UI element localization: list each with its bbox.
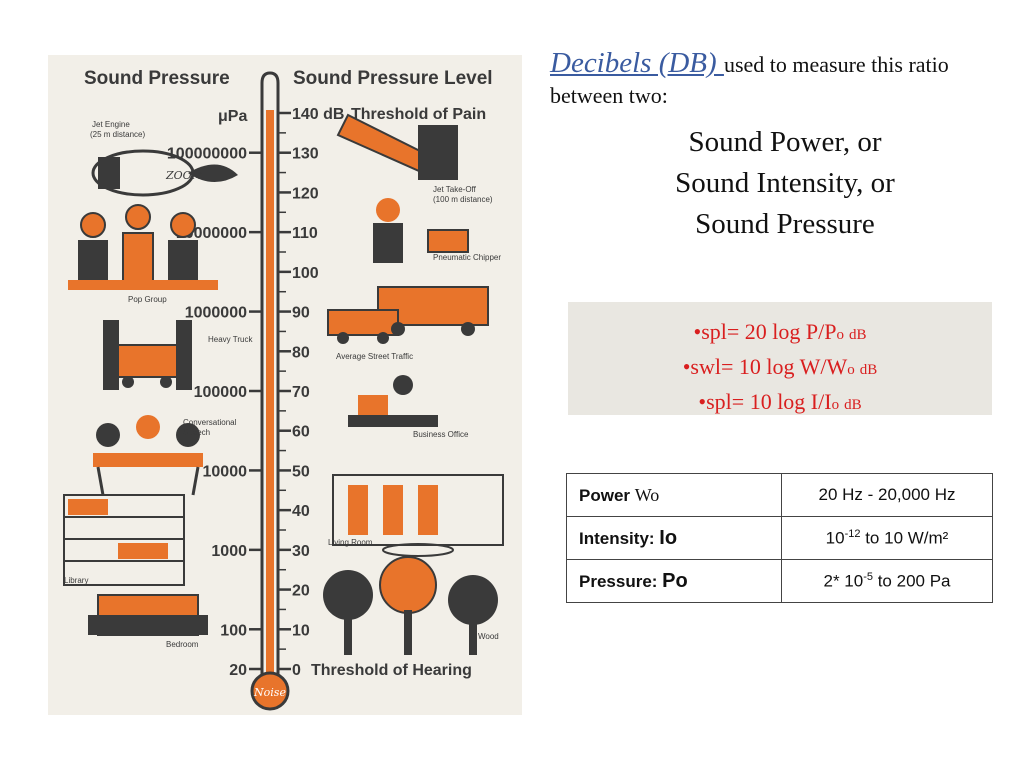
threshold-of-pain-label: Threshold of Pain: [351, 106, 486, 123]
quantity-sound-power: Sound Power, or: [688, 126, 882, 158]
intro-text: used to measure this ratio between two:: [550, 52, 949, 108]
db-tick-label: 100: [292, 265, 319, 282]
pressure-unit-label: μPa: [218, 108, 247, 125]
pressure-tick-label: 1000000: [185, 305, 247, 322]
db-scale: 140 dB1301201101009080706050403020100Thr…: [279, 106, 486, 679]
power-range: 20 Hz - 20,000 Hz: [781, 473, 993, 517]
range-table: Power Wo 20 Hz - 20,000 Hz Intensity: Io…: [566, 473, 993, 603]
sound-level-chart: Sound Pressure Sound Pressure Level Nois…: [48, 55, 522, 715]
caption-library: Library: [64, 576, 88, 585]
living-room-illustration: [332, 474, 504, 557]
sound-pressure-heading: Sound Pressure: [84, 68, 230, 89]
heavy-truck-illustration: [103, 320, 192, 390]
caption-jet-engine-distance: (25 m distance): [90, 130, 145, 139]
sound-pressure-level-heading: Sound Pressure Level: [293, 68, 493, 89]
pressure-tick-label: 1000: [211, 543, 247, 560]
db-tick-label: 50: [292, 463, 310, 480]
jet-engine-illustration: ZOOM: [91, 149, 238, 197]
conversation-illustration: [93, 415, 203, 496]
db-tick-label: 70: [292, 384, 310, 401]
db-tick-label: 60: [292, 424, 310, 441]
quantity-sound-intensity: Sound Intensity, or: [675, 167, 895, 199]
threshold-of-hearing-label: Threshold of Hearing: [311, 662, 472, 679]
zoom-text: ZOOM: [165, 169, 204, 182]
thermometer-illustration: Noise μPa1000000001000000010000001000001…: [63, 71, 504, 711]
caption-conversational: Conversational: [183, 418, 237, 427]
db-tick-label: 140 dB: [292, 106, 344, 123]
pressure-tick-label: 100000: [194, 384, 247, 401]
caption-jet-takeoff: Jet Take-Off: [433, 185, 477, 194]
pressure-scale: μPa1000000001000000010000001000001000010…: [167, 108, 261, 679]
db-tick-label: 110: [292, 225, 318, 242]
table-row: Pressure: Po 2* 10-5 to 200 Pa: [566, 559, 993, 603]
quantity-list: Sound Power, or Sound Intensity, or Soun…: [550, 122, 1020, 245]
caption-living-room: Living Room: [328, 538, 373, 547]
pneumatic-chipper-illustration: [373, 198, 469, 263]
db-tick-label: 90: [292, 305, 310, 322]
table-row: Power Wo 20 Hz - 20,000 Hz: [566, 473, 993, 517]
db-tick-label: 40: [292, 503, 310, 520]
pressure-range: 2* 10-5 to 200 Pa: [781, 559, 993, 603]
caption-business-office: Business Office: [413, 430, 469, 439]
caption-pneumatic-chipper: Pneumatic Chipper: [433, 253, 501, 262]
pressure-tick-label: 100: [220, 622, 247, 639]
pressure-tick-label: 100000000: [167, 146, 247, 163]
table-row: Intensity: Io 10-12 to 10 W/m²: [566, 516, 993, 560]
db-tick-label: 120: [292, 185, 319, 202]
db-tick-label: 0: [292, 662, 301, 679]
wood-illustration: [323, 556, 498, 655]
db-tick-label: 10: [292, 622, 310, 639]
business-office-illustration: [348, 375, 438, 427]
db-tick-label: 20: [292, 583, 310, 600]
library-illustration: [63, 494, 185, 586]
noise-logo: Noise: [253, 686, 286, 699]
power-label: Power Wo: [566, 473, 782, 517]
decibels-term: Decibels (DB): [550, 47, 724, 79]
pop-group-illustration: [68, 204, 218, 290]
db-tick-label: 30: [292, 543, 310, 560]
caption-street-traffic: Average Street Traffic: [336, 352, 413, 361]
intro-paragraph: Decibels (DB) used to measure this ratio…: [550, 48, 1010, 111]
caption-jet-takeoff-distance: (100 m distance): [433, 195, 493, 204]
bedroom-illustration: [88, 594, 208, 636]
quantity-sound-pressure: Sound Pressure: [695, 208, 875, 240]
db-tick-label: 130: [292, 146, 319, 163]
thermometer: Noise: [250, 71, 290, 711]
caption-pop-group: Pop Group: [128, 295, 167, 304]
caption-speech: Speech: [183, 428, 210, 437]
pressure-tick-label: 20: [229, 662, 247, 679]
caption-bedroom: Bedroom: [166, 640, 199, 649]
db-tick-label: 80: [292, 344, 310, 361]
caption-jet-engine: Jet Engine: [92, 120, 130, 129]
pressure-label: Pressure: Po: [566, 559, 782, 603]
pressure-tick-label: 10000: [203, 463, 248, 480]
intensity-label: Intensity: Io: [566, 516, 782, 560]
jet-takeoff-illustration: [336, 113, 458, 180]
intensity-range: 10-12 to 10 W/m²: [781, 516, 993, 560]
caption-heavy-truck: Heavy Truck: [208, 335, 253, 344]
caption-wood: Wood: [478, 632, 499, 641]
street-traffic-illustration: [327, 286, 489, 344]
